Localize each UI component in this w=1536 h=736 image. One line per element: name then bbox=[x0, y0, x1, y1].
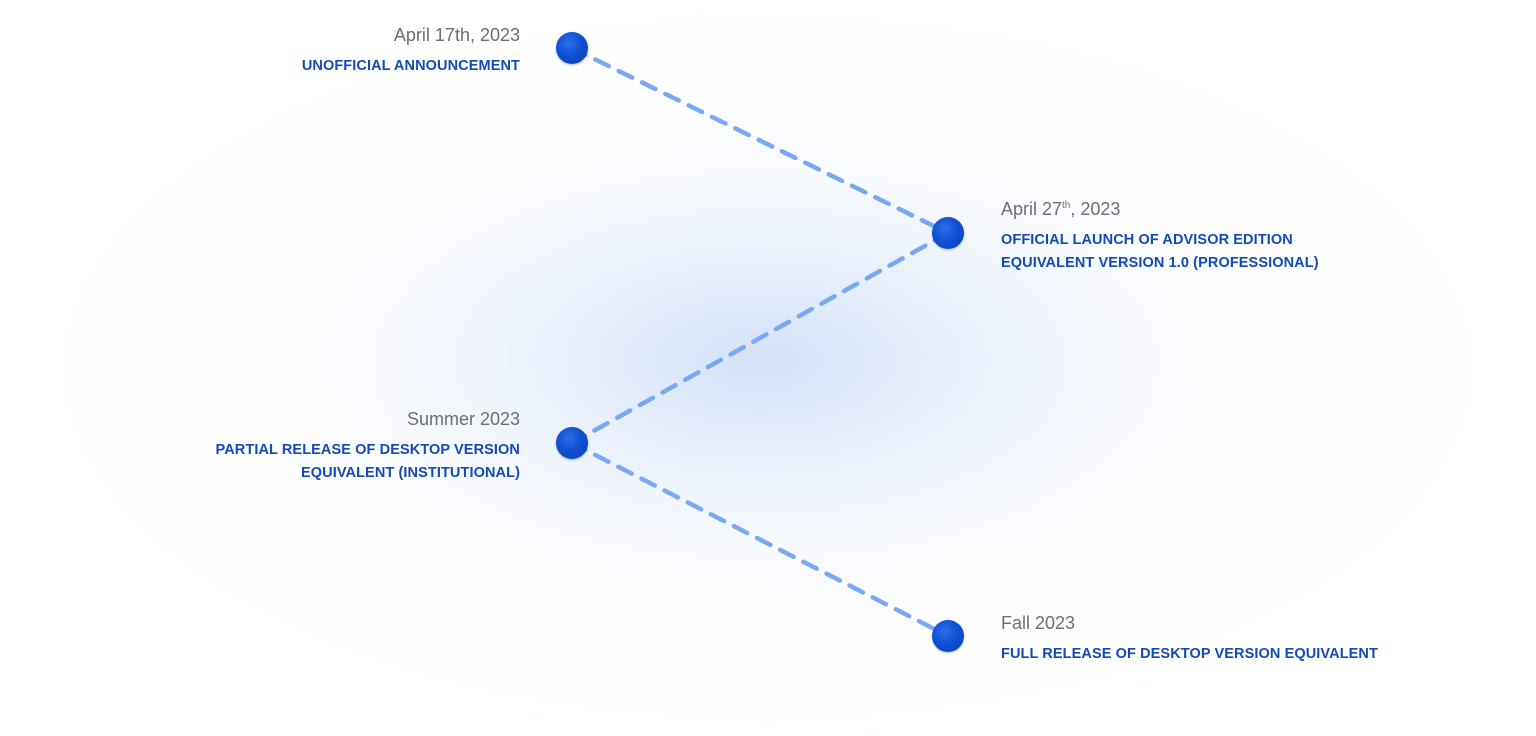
milestone-node-4 bbox=[932, 620, 964, 652]
milestone-2: April 27th, 2023 OFFICIAL LAUNCH OF ADVI… bbox=[1001, 198, 1421, 275]
milestone-title-line: UNOFFICIAL ANNOUNCEMENT bbox=[301, 58, 520, 74]
milestone-node-2 bbox=[932, 217, 964, 249]
milestone-date: Fall 2023 bbox=[1001, 613, 1076, 633]
milestone-4: Fall 2023 FULL RELEASE OF DESKTOP VERSIO… bbox=[1001, 612, 1421, 666]
milestone-date-main: April 27 bbox=[1001, 199, 1063, 219]
milestone-date: April 17th, 2023 bbox=[393, 25, 520, 45]
connector-1-2 bbox=[569, 45, 951, 236]
milestone-date: Summer 2023 bbox=[406, 409, 520, 429]
milestone-title: PARTIAL RELEASE OF DESKTOP VERSION EQUIV… bbox=[100, 439, 520, 485]
milestone-date-suffix: th bbox=[1062, 200, 1071, 211]
connector-2-3 bbox=[569, 230, 951, 446]
connector-3-4 bbox=[569, 440, 951, 639]
milestone-node-1 bbox=[556, 32, 588, 64]
milestone-title-line: EQUIVALENT VERSION 1.0 (PROFESSIONAL) bbox=[1001, 255, 1319, 271]
milestone-title-line: PARTIAL RELEASE OF DESKTOP VERSION bbox=[215, 442, 520, 458]
milestone-3: Summer 2023 PARTIAL RELEASE OF DESKTOP V… bbox=[100, 408, 520, 485]
milestone-title-line: FULL RELEASE OF DESKTOP VERSION EQUIVALE… bbox=[1001, 646, 1378, 662]
milestone-node-3 bbox=[556, 427, 588, 459]
milestone-title: OFFICIAL LAUNCH OF ADVISOR EDITION EQUIV… bbox=[1001, 229, 1421, 275]
milestone-date: April 27th, 2023 bbox=[1001, 198, 1421, 220]
milestone-title: FULL RELEASE OF DESKTOP VERSION EQUIVALE… bbox=[1001, 643, 1421, 666]
milestone-title-line: OFFICIAL LAUNCH OF ADVISOR EDITION bbox=[1001, 232, 1293, 248]
milestone-1: April 17th, 2023 UNOFFICIAL ANNOUNCEMENT bbox=[100, 24, 520, 78]
milestone-title: UNOFFICIAL ANNOUNCEMENT bbox=[100, 55, 520, 78]
milestone-title-line: EQUIVALENT (INSTITUTIONAL) bbox=[300, 465, 520, 481]
milestone-date-year: , 2023 bbox=[1070, 199, 1121, 219]
